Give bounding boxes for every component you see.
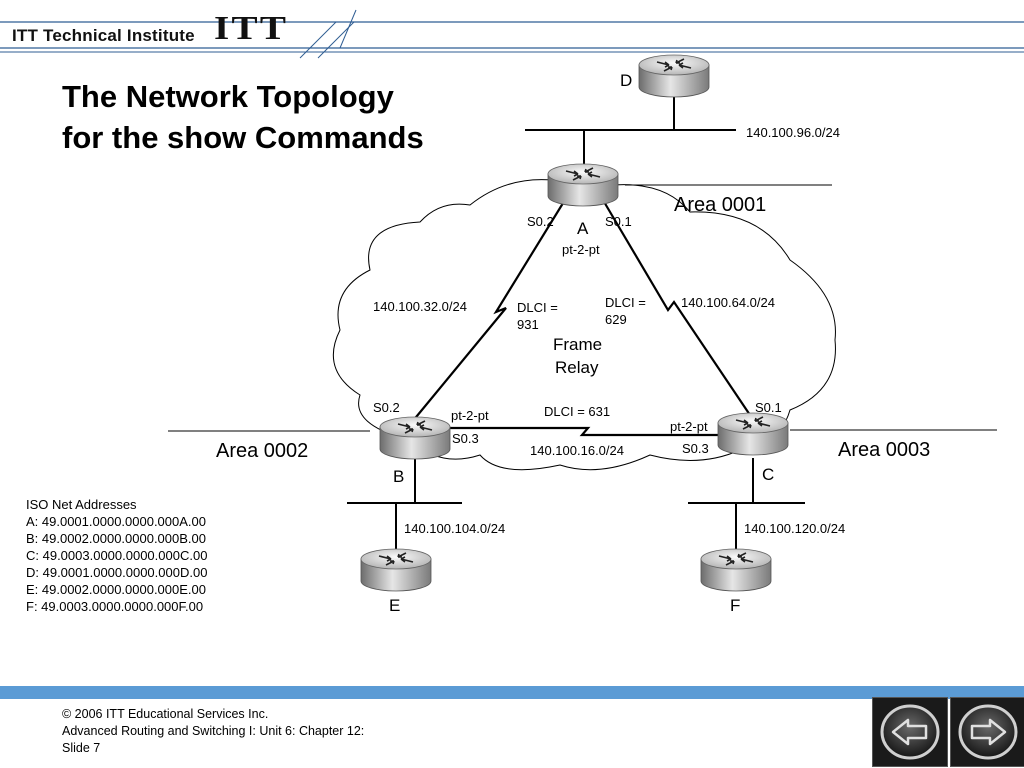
frame-relay-label-line1: Frame <box>553 335 602 354</box>
iface-b-s02: S0.2 <box>373 400 400 415</box>
router-c-label: C <box>762 465 774 484</box>
iso-address-list: ISO Net Addresses A: 49.0001.0000.0000.0… <box>26 496 207 615</box>
iso-line-a: A: 49.0001.0000.0000.000A.00 <box>26 514 206 529</box>
iface-c-s03: S0.3 <box>682 441 709 456</box>
dlci-ac-line2: 629 <box>605 312 627 327</box>
router-d[interactable] <box>638 54 710 98</box>
frame-relay-cloud <box>332 179 836 471</box>
header-stripes <box>0 9 1024 59</box>
area-0003-label: Area 0003 <box>838 439 930 461</box>
router-b-label: B <box>393 467 404 486</box>
pt2pt-a: pt-2-pt <box>562 242 600 257</box>
network-diagram: D A B C E F Area 0001 Area 0002 Area 000… <box>168 54 997 615</box>
router-d-label: D <box>620 71 632 90</box>
frame-relay-label-line2: Relay <box>555 358 599 377</box>
course-text: Advanced Routing and Switching I: Unit 6… <box>62 724 365 755</box>
dlci-ab-line1: DLCI = <box>517 300 558 315</box>
net-ab: 140.100.32.0/24 <box>373 299 467 314</box>
net-ac: 140.100.64.0/24 <box>681 295 775 310</box>
copyright-text: © 2006 ITT Educational Services Inc. <box>62 707 269 721</box>
router-b[interactable] <box>379 416 451 460</box>
arrow-right-icon <box>958 704 1018 760</box>
router-a[interactable] <box>547 163 619 207</box>
router-f[interactable] <box>700 548 772 592</box>
iso-line-e: E: 49.0002.0000.0000.000E.00 <box>26 582 206 597</box>
title-line-1: The Network Topology <box>62 79 394 114</box>
itt-logo: ITT <box>214 10 289 47</box>
slide-header: ITT Technical Institute ITT <box>0 0 1024 62</box>
iso-line-b: B: 49.0002.0000.0000.000B.00 <box>26 531 206 546</box>
router-e[interactable] <box>360 548 432 592</box>
next-slide-button[interactable] <box>950 697 1024 767</box>
institute-name: ITT Technical Institute <box>12 26 195 45</box>
serial-link-bc <box>445 426 722 437</box>
iso-heading: ISO Net Addresses <box>26 497 137 512</box>
dlci-ac-line1: DLCI = <box>605 295 646 310</box>
iface-a-s02: S0.2 <box>527 214 554 229</box>
pt2pt-c: pt-2-pt <box>670 419 708 434</box>
iface-c-s01: S0.1 <box>755 400 782 415</box>
iface-b-s03: S0.3 <box>452 431 479 446</box>
serial-link-ab <box>411 194 569 423</box>
iso-line-f: F: 49.0003.0000.0000.000F.00 <box>26 599 204 614</box>
dlci-bc: DLCI = 631 <box>544 404 610 419</box>
net-bc: 140.100.16.0/24 <box>530 443 624 458</box>
router-e-label: E <box>389 596 400 615</box>
net-b-lan: 140.100.104.0/24 <box>404 521 505 536</box>
pt2pt-b: pt-2-pt <box>451 408 489 423</box>
net-d-lan: 140.100.96.0/24 <box>746 125 840 140</box>
iface-a-s01: S0.1 <box>605 214 632 229</box>
router-a-label: A <box>577 219 589 238</box>
iso-line-d: D: 49.0001.0000.0000.000D.00 <box>26 565 208 580</box>
arrow-left-icon <box>880 704 940 760</box>
area-0002-label: Area 0002 <box>216 440 308 462</box>
net-c-lan: 140.100.120.0/24 <box>744 521 845 536</box>
footer-accent-bar <box>0 686 1024 699</box>
previous-slide-button[interactable] <box>872 697 948 767</box>
area-0001-label: Area 0001 <box>674 194 766 216</box>
title-line-2: for the show Commands <box>62 120 424 155</box>
dlci-ab-line2: 931 <box>517 317 539 332</box>
slide-footer: © 2006 ITT Educational Services Inc. Adv… <box>62 706 392 757</box>
slide-title: The Network Topology for the show Comman… <box>62 76 424 158</box>
iso-line-c: C: 49.0003.0000.0000.000C.00 <box>26 548 208 563</box>
serial-link-ac <box>599 194 753 419</box>
router-f-label: F <box>730 596 740 615</box>
router-c[interactable] <box>717 412 789 456</box>
